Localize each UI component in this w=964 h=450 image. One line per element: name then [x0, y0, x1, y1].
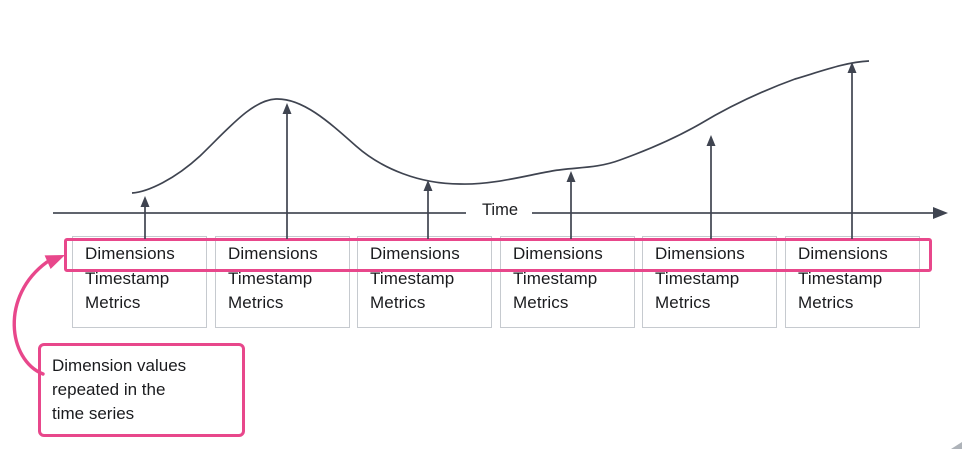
record-metrics-label: Metrics [513, 293, 569, 312]
time-axis-label: Time [481, 201, 519, 219]
record-box: Dimensions Timestamp Metrics [357, 236, 492, 328]
record-box: Dimensions Timestamp Metrics [500, 236, 635, 328]
callout-text-line: Dimension values [52, 356, 187, 375]
record-box: Dimensions Timestamp Metrics [72, 236, 207, 328]
record-timestamp-label: Timestamp [655, 268, 740, 288]
callout-box: Dimension values repeated in the time se… [38, 343, 245, 437]
record-metrics-label: Metrics [370, 293, 426, 312]
record-metrics-label: Metrics [228, 293, 284, 312]
record-dimensions-label: Dimensions [655, 244, 745, 263]
series-curve [131, 60, 870, 194]
record-box: Dimensions Timestamp Metrics [785, 236, 920, 328]
record-dimensions-label: Dimensions [85, 244, 175, 263]
record-timestamp-label: Timestamp [798, 268, 883, 288]
record-dimensions-label: Dimensions [798, 244, 888, 263]
dimensions-highlight-band [64, 238, 932, 272]
record-timestamp-label: Timestamp [228, 268, 313, 288]
callout-text-line: repeated in the [52, 380, 166, 399]
record-dimensions-label: Dimensions [228, 244, 318, 263]
record-timestamp-label: Timestamp [370, 268, 455, 288]
record-metrics-label: Metrics [655, 293, 711, 312]
record-metrics-label: Metrics [798, 293, 854, 312]
callout-arrowhead [44, 255, 65, 269]
record-timestamp-label: Timestamp [85, 268, 170, 288]
record-timestamp-label: Timestamp [513, 268, 598, 288]
cursor-mark [951, 442, 962, 449]
time-axis-arrowhead [933, 207, 948, 219]
sample-arrowheads [140, 62, 857, 207]
record-dimensions-label: Dimensions [513, 244, 603, 263]
record-metrics-label: Metrics [85, 293, 141, 312]
callout-text-line: time series [52, 404, 135, 423]
record-box: Dimensions Timestamp Metrics [642, 236, 777, 328]
record-dimensions-label: Dimensions [370, 244, 460, 263]
record-box: Dimensions Timestamp Metrics [215, 236, 350, 328]
